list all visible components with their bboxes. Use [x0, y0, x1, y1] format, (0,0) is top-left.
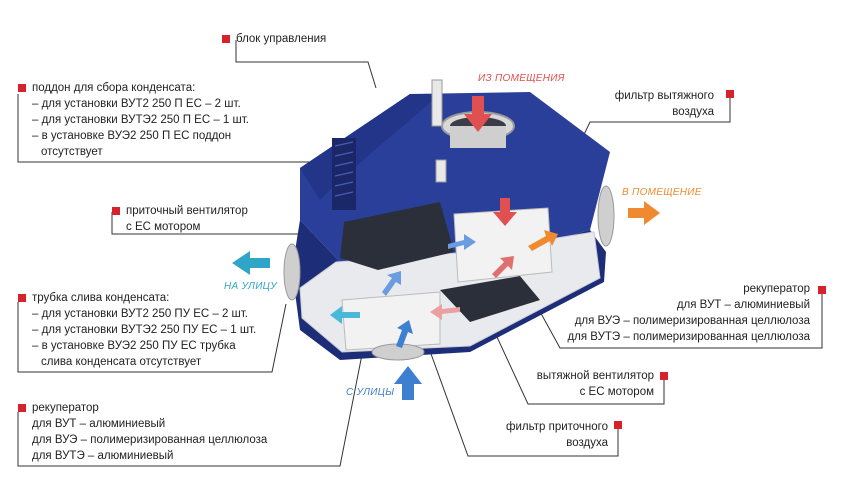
- label-exhaust-filter: фильтр вытяжного воздуха: [615, 88, 714, 120]
- label-line: рекуператор: [32, 402, 99, 414]
- label-drain-pan: поддон для сбора конденсата: – для устан…: [32, 80, 249, 160]
- label-line: приточный вентилятор: [126, 205, 248, 217]
- arrow-inner-orange: [528, 230, 558, 251]
- grille-slots: [334, 141, 354, 197]
- marker-drain-tube: [18, 294, 26, 302]
- marker-supply-fan: [112, 207, 120, 215]
- label-line: – для установки ВУТЭ2 250 ПУ ЕС – 1 шт.: [32, 324, 257, 336]
- control-block-lower: [435, 159, 447, 183]
- label-line: трубка слива конденсата:: [32, 292, 170, 304]
- flow-label-from-street: С УЛИЦЫ: [346, 387, 395, 398]
- arrow-from-street: [394, 366, 422, 400]
- label-line: рекуператор: [743, 283, 810, 295]
- label-line: воздуха: [566, 437, 608, 449]
- marker-drain-pan: [18, 84, 26, 92]
- arrow-inner-red-3: [430, 304, 460, 320]
- label-line: – для установки ВУТ2 250 ПУ ЕС – 2 шт.: [32, 308, 248, 320]
- exhaust-fan-chamber: [440, 276, 540, 322]
- marker-exhaust-filter: [726, 90, 734, 98]
- label-drain-tube: трубка слива конденсата: – для установки…: [32, 290, 256, 370]
- label-line: – в установке ВУЭ2 250 П ЕС поддон: [32, 130, 232, 142]
- label-line: для ВУТЭ – полимеризированная целлюлоза: [567, 331, 810, 343]
- label-line: блок управления: [236, 33, 327, 45]
- label-line: фильтр приточного: [506, 421, 608, 433]
- arrow-to-room: [628, 201, 660, 225]
- leader-lines: [17, 40, 823, 467]
- left-duct: [283, 243, 301, 301]
- marker-recuperator-right: [818, 286, 826, 294]
- label-supply-fan: приточный вентилятор с ЕС мотором: [126, 203, 248, 235]
- marker-supply-filter: [614, 421, 622, 429]
- label-line: – для установки ВУТ2 250 П ЕС – 2 шт.: [32, 98, 241, 110]
- label-line: отсутствует: [41, 146, 103, 158]
- leader-recuperator-left: [17, 323, 369, 467]
- arrow-from-room: [464, 96, 492, 132]
- leader-exhaust-fan: [477, 295, 665, 405]
- label-line: воздуха: [672, 106, 714, 118]
- flow-label-from-room: ИЗ ПОМЕЩЕНИЯ: [478, 73, 565, 84]
- supply-fan-chamber: [340, 202, 454, 270]
- label-line: для ВУТЭ – алюминиевый: [32, 450, 174, 462]
- label-supply-filter: фильтр приточного воздуха: [506, 419, 608, 451]
- leader-drain-tube: [17, 302, 287, 373]
- recuperator-left-block: [341, 291, 441, 351]
- leader-control-block: [235, 40, 377, 89]
- arrow-inner-blue-1: [448, 234, 476, 250]
- label-line: фильтр вытяжного: [614, 90, 714, 102]
- label-line: поддон для сбора конденсата:: [32, 82, 196, 94]
- label-line: с ЕС мотором: [126, 221, 201, 233]
- top-duct-body: [450, 126, 506, 148]
- arrow-to-street: [232, 251, 270, 275]
- control-block-box: [431, 79, 443, 127]
- flow-label-to-street: НА УЛИЦУ: [224, 281, 277, 292]
- label-line: для ВУТ – алюминиевый: [676, 299, 810, 311]
- right-duct: [597, 185, 615, 247]
- arrow-inner-blue-2: [382, 271, 401, 296]
- label-recuperator-right: рекуператор для ВУТ – алюминиевый для ВУ…: [567, 281, 810, 345]
- label-line: вытяжной вентилятор: [536, 370, 654, 382]
- marker-recuperator-left: [18, 404, 26, 412]
- label-line: для ВУТ – алюминиевый: [32, 418, 166, 430]
- marker-exhaust-fan: [660, 372, 668, 380]
- flow-label-to-room: В ПОМЕЩЕНИЕ: [622, 187, 702, 198]
- arrow-inner-cyan: [330, 306, 360, 324]
- label-line: для ВУЭ – полимеризированная целлюлоза: [32, 434, 268, 446]
- arrow-inner-blue-3: [396, 320, 413, 348]
- label-line: слива конденсата отсутствует: [41, 356, 202, 368]
- label-control-block: блок управления: [236, 31, 326, 47]
- label-line: – для установки ВУТЭ2 250 П ЕС – 1 шт.: [32, 114, 249, 126]
- flow-arrows: [232, 96, 660, 400]
- leader-supply-filter: [425, 339, 619, 457]
- label-recuperator-left: рекуператор для ВУТ – алюминиевый для ВУ…: [32, 400, 267, 464]
- label-line: – в установке ВУЭ2 250 ПУ ЕС трубка: [32, 340, 236, 352]
- recuperator-right-block: [453, 207, 553, 283]
- arrow-inner-red-1: [493, 198, 517, 226]
- arrow-inner-red-2: [492, 256, 514, 278]
- marker-control-block: [222, 35, 230, 43]
- label-line: для ВУЭ – полимеризированная целлюлоза: [574, 315, 810, 327]
- label-exhaust-fan: вытяжной вентилятор с ЕС мотором: [537, 368, 654, 400]
- label-line: с ЕС мотором: [579, 386, 654, 398]
